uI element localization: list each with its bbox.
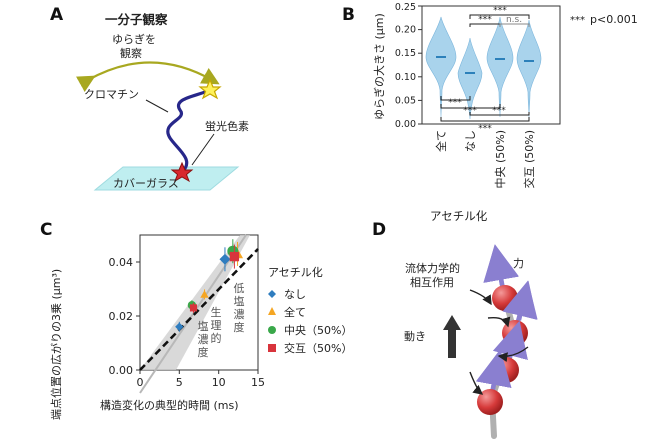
- legend-alt: 交互（50%）: [284, 341, 352, 355]
- sig-key-text: p<0.001: [590, 13, 638, 26]
- xcat-middle: 中央 (50%): [494, 130, 507, 189]
- violin-none: [457, 37, 483, 120]
- physiological-salt-label: 生理的塩濃度: [198, 305, 222, 359]
- interaction-arrow-3: [497, 346, 529, 362]
- physio-salt-annotation: 生理的塩濃度: [198, 305, 222, 359]
- low-salt-label: 低塩濃度: [234, 282, 245, 334]
- scatter-y-ticks: 0.00 0.02 0.04: [109, 256, 140, 377]
- violin-x-labels: 全て なし 中央 (50%) 交互 (50%): [434, 130, 536, 189]
- scatter-plot-frame: [139, 234, 259, 371]
- panel-label-b: B: [342, 5, 355, 25]
- xcat-none: なし: [464, 130, 477, 152]
- c-xtick-3: 15: [251, 376, 265, 389]
- sig-none-alt: ***: [493, 6, 507, 16]
- sig-middle-alt: n.s.: [506, 15, 522, 25]
- c-xtick-0: 0: [137, 376, 144, 389]
- c-ytick-1: 0.02: [109, 310, 134, 323]
- fluctuation-label-line1: ゆらぎを: [112, 32, 156, 46]
- ytick-2: 0.10: [395, 72, 416, 83]
- legend-marker-middle: [268, 326, 276, 334]
- sig-none-alt-bottom: ***: [492, 106, 506, 116]
- chromatin-strand: [166, 88, 212, 174]
- interaction-arrow-4: [469, 371, 484, 395]
- xcat-alt: 交互 (50%): [522, 130, 536, 189]
- interaction-arrow-1: [469, 289, 492, 306]
- significance-brackets: [440, 14, 530, 122]
- panel-c: 端点位置の広がりの3乗 (μm³) 0.00 0.02 0.04 0 5 10 …: [49, 234, 352, 420]
- scatter-point-all: [200, 290, 209, 298]
- ytick-1: 0.05: [395, 95, 416, 106]
- legend-marker-all: [268, 307, 276, 315]
- sig-key-stars: ***: [570, 15, 585, 26]
- scatter-points: [175, 239, 244, 332]
- fluctuation-arrow: [76, 61, 220, 92]
- force-arrow-1-top: [483, 244, 519, 286]
- scatter-ylabel: 端点位置の広がりの3乗 (μm³): [49, 269, 63, 420]
- fluorescent-dye-star-icon: [198, 78, 222, 100]
- legend-title: アセチル化: [268, 265, 323, 279]
- violin-middle: [486, 16, 514, 118]
- scatter-legend: アセチル化 なし 全て 中央（50%） 交互（50%）: [268, 265, 352, 355]
- low-salt-fit-line: [139, 248, 259, 371]
- anchor-star-icon: [170, 161, 194, 183]
- chromatin-pointer: [145, 99, 169, 113]
- c-ytick-0: 0.00: [109, 364, 134, 377]
- violin-alt: [516, 19, 542, 118]
- xcat-all: 全て: [434, 130, 448, 152]
- low-salt-annotation: 低塩濃度: [232, 278, 246, 344]
- fluorescent-dye-label: 蛍光色素: [205, 119, 249, 133]
- sig-all-none: ***: [448, 98, 462, 108]
- fluctuation-label-line2: 観察: [120, 46, 142, 60]
- significance-labels: *** *** n.s. *** *** *** ***: [448, 6, 522, 134]
- legend-all: 全て: [284, 305, 306, 319]
- violin-xlabel: アセチル化: [430, 209, 488, 223]
- scatter-point-none: [219, 253, 231, 265]
- ytick-3: 0.15: [395, 48, 416, 59]
- chromatin-label: クロマチン: [84, 88, 139, 101]
- violins: [425, 16, 542, 120]
- motion-label: 動き: [404, 329, 426, 343]
- violin-y-ticks: 0.00 0.05 0.10 0.15 0.20 0.25: [395, 2, 422, 130]
- violin-ylabel: ゆらぎの大きさ (μm): [372, 13, 386, 120]
- force-label: 力: [513, 257, 524, 270]
- panel-a: 一分子観察 ゆらぎを 観察 クロマチン 蛍光色素 カバーガラス: [76, 12, 249, 191]
- motion-arrow-icon: [443, 315, 461, 358]
- force-arrow-2-top: [502, 280, 538, 321]
- sig-all-middle: ***: [463, 106, 477, 116]
- violin-plot-frame: [421, 5, 561, 125]
- panel-label-c: C: [40, 220, 53, 240]
- c-xtick-1: 5: [176, 376, 183, 389]
- ytick-4: 0.20: [395, 25, 416, 36]
- cover-glass: [93, 166, 240, 191]
- panel-b: 0.00 0.05 0.10 0.15 0.20 0.25 ゆらぎの大きさ (μ…: [372, 2, 638, 223]
- panel-label-a: A: [50, 5, 64, 25]
- scatter-point-alt: [189, 304, 198, 312]
- sig-none-middle: ***: [478, 15, 492, 25]
- dye-pointer: [191, 133, 215, 166]
- cover-glass-label: カバーガラス: [113, 177, 179, 190]
- legend-none: なし: [284, 288, 306, 301]
- ytick-5: 0.25: [395, 2, 416, 13]
- legend-marker-none: [268, 290, 276, 298]
- scatter-point-alt: [229, 251, 240, 262]
- c-ytick-2: 0.04: [109, 256, 134, 269]
- panel-d: 流体力学的 相互作用 力 動き: [404, 244, 538, 439]
- interaction-arrow-2: [487, 316, 511, 328]
- nucleosome-bead-1: [492, 285, 518, 311]
- legend-middle: 中央（50%）: [284, 324, 352, 337]
- panel-a-title: 一分子観察: [105, 12, 168, 27]
- nucleosome-bead-4: [477, 389, 503, 415]
- scatter-x-ticks: 0 5 10 15: [137, 370, 265, 389]
- c-xtick-2: 10: [212, 376, 226, 389]
- legend-marker-alt: [268, 344, 276, 352]
- force-arrow-4-top: [476, 349, 512, 390]
- hydrodynamic-label-line2: 相互作用: [410, 276, 454, 289]
- scatter-xlabel: 構造変化の典型的時間 (ms): [100, 398, 239, 412]
- sig-all-alt: ***: [478, 124, 492, 134]
- hydrodynamic-label-line1: 流体力学的: [405, 261, 460, 275]
- scatter-point-none: [175, 322, 184, 331]
- ytick-0: 0.00: [395, 119, 416, 130]
- panel-label-d: D: [372, 220, 387, 240]
